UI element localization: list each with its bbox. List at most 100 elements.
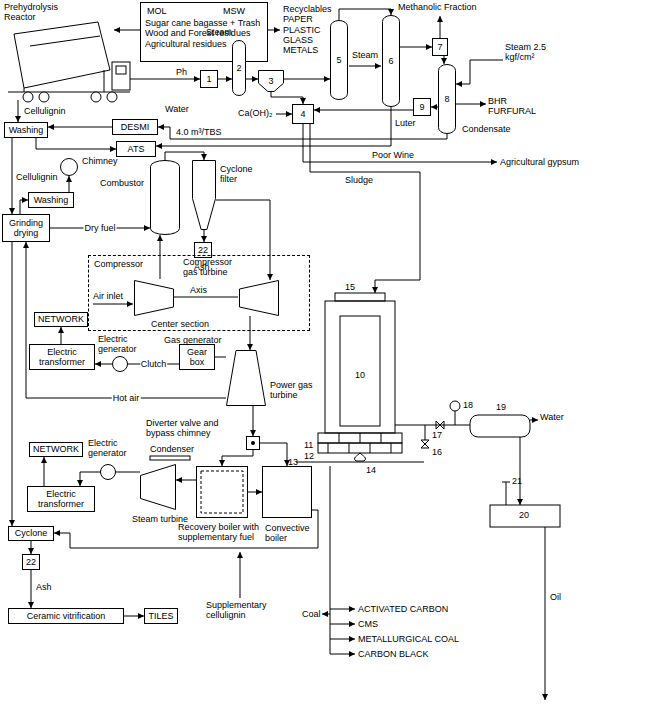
column-vessel: [233, 41, 246, 96]
process-box: Ceramic vitrification: [8, 608, 124, 624]
flow-line: [310, 124, 420, 293]
circle-symbol: Chimney: [60, 158, 78, 176]
annotation-text: Ash: [36, 582, 52, 592]
tank-vessel: [259, 71, 284, 92]
annotation-text: Condensate: [462, 124, 511, 134]
process-box: NETWORK: [34, 312, 88, 327]
circle-symbol: [101, 465, 116, 480]
node-label: Combustor: [100, 178, 144, 188]
annotation-text: Supplementary cellulignin: [206, 600, 282, 621]
flow-line: [530, 420, 538, 421]
valve-box: Diverter valve and bypass chimney: [246, 436, 260, 450]
flow-line: [156, 107, 391, 146]
node-label: Center section: [151, 319, 209, 329]
carbonization-retort: [470, 415, 530, 437]
pipe-line: [425, 425, 426, 440]
process-box: Grinding drying: [2, 214, 50, 242]
tank-vessel: 3: [258, 70, 284, 92]
process-box: 22: [22, 554, 40, 570]
flow-connector: [44, 457, 45, 486]
boiler-box: Recovery boiler with supplementary fuel: [196, 466, 248, 518]
carbonization-retort: [328, 433, 391, 453]
connector-label: Hot air: [112, 393, 141, 403]
flow-connector: [250, 316, 251, 350]
node-label: 2: [236, 63, 241, 73]
turbine-symbol: [239, 280, 279, 316]
node-label: 6: [388, 56, 393, 66]
annotation-text: Water: [540, 412, 564, 422]
cyclone-vessel: [193, 161, 216, 230]
process-box: Cyclone: [8, 526, 54, 541]
annotation-text: Poor Wine: [372, 150, 414, 160]
callout-number: 20: [519, 510, 529, 520]
node-label: 22: [26, 557, 36, 567]
node-label: 3: [268, 76, 273, 86]
carbonization-retort: [325, 301, 395, 433]
annotation-text: Steam 2.5 kgf/cm²: [505, 42, 567, 63]
node-label: Electric transformer: [32, 347, 92, 368]
reactor-truck: [104, 70, 105, 92]
annotation-text: Methanolic Fraction: [398, 2, 477, 12]
flow-line: [330, 609, 355, 610]
flow-connector: [48, 127, 112, 128]
flow-connector: [116, 472, 140, 473]
annotation-text: CMS: [358, 619, 378, 629]
process-box: Gear box: [179, 344, 215, 370]
node-label: 4: [300, 109, 305, 119]
circle-symbol: [61, 159, 78, 176]
reactor-truck: [30, 36, 100, 46]
flow-line: [330, 654, 355, 655]
callout-number: 15: [345, 282, 355, 292]
node-label: MOL: [147, 6, 167, 16]
node-label: Cyclone: [15, 528, 48, 538]
circle-symbol: Electric generator: [112, 356, 128, 372]
column-vessel: [331, 21, 348, 100]
flow-connector: [222, 450, 253, 466]
annotation-text: Coal: [302, 609, 321, 619]
node-label: ATS: [128, 144, 145, 154]
pipe-line: [502, 482, 510, 505]
node-label: TILES: [148, 611, 173, 621]
flow-line: [93, 304, 133, 305]
process-box: 4: [292, 104, 314, 124]
node-label: Chimney: [82, 156, 118, 166]
flow-connector: [165, 152, 204, 160]
circle-symbol: [100, 464, 116, 480]
flow-line: [440, 16, 441, 38]
carbonization-retort: [436, 421, 444, 429]
column-vessel: [150, 160, 180, 235]
compressor-symbol: Compressor: [134, 280, 174, 316]
process-box: NETWORK: [29, 442, 83, 457]
carbonization-retort: [450, 401, 460, 411]
flow-connector: [26, 242, 226, 398]
flow-line: [456, 104, 486, 105]
callout-number: 21: [512, 476, 522, 486]
node-label: Gas generator: [164, 335, 222, 345]
cyclone-vessel: [192, 160, 216, 230]
flow-line: [349, 66, 381, 67]
turbine-symbol: Steam turbine: [140, 464, 176, 510]
compressor-symbol: [135, 281, 174, 316]
flow-connector: [36, 138, 116, 149]
callout-number: 13: [288, 457, 298, 467]
column-vessel: 6: [382, 15, 400, 107]
flow-connector: [253, 406, 254, 436]
annotation-text: Sludge: [345, 175, 373, 185]
node-label: Power gas turbine: [270, 380, 320, 401]
circle-symbol: Electric generator: [100, 464, 116, 480]
flow-line: [268, 30, 280, 31]
node-label: Convective boiler: [265, 523, 313, 544]
flow-connector: [69, 176, 70, 192]
flow-connector: [260, 443, 287, 466]
reactor-truck: [39, 92, 49, 102]
flow-connector: [271, 92, 303, 104]
annotation-text: Steam: [206, 27, 232, 37]
valve-box: [247, 437, 260, 450]
turbine-symbol: [140, 464, 176, 510]
callout-number: 16: [432, 447, 442, 457]
pipe-line: [150, 297, 510, 654]
node-label: 5: [336, 55, 341, 65]
valve-box: [246, 436, 260, 450]
valve-dot: [251, 441, 255, 445]
